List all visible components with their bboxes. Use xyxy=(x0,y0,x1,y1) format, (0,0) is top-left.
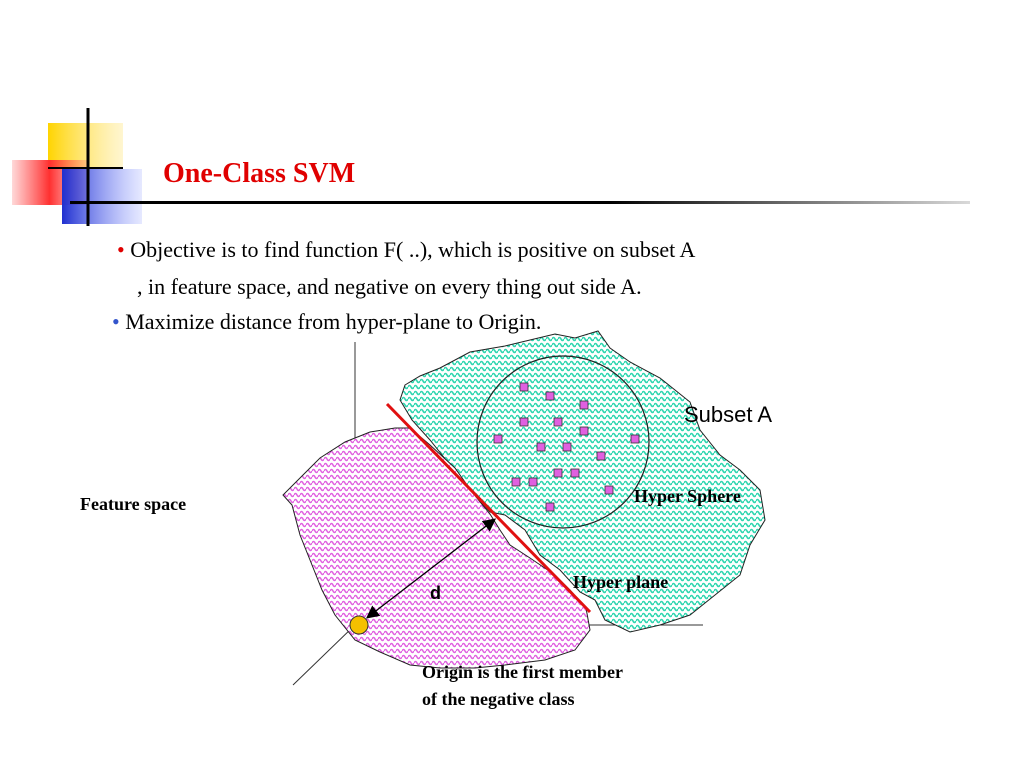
z-axis xyxy=(292,624,356,686)
data-point xyxy=(536,442,546,452)
subset-a-label: Subset A xyxy=(684,402,773,427)
data-point xyxy=(493,434,503,444)
data-point xyxy=(604,485,614,495)
data-point xyxy=(545,391,555,401)
data-point xyxy=(528,477,538,487)
origin-point xyxy=(349,615,369,635)
data-point xyxy=(553,468,563,478)
origin-caption-line-2: of the negative class xyxy=(422,689,575,709)
title-underline xyxy=(70,201,970,204)
bullet-1-marker: • xyxy=(117,237,125,262)
hyper-plane-label: Hyper plane xyxy=(573,572,669,592)
hyper-sphere-label: Hyper Sphere xyxy=(634,486,741,506)
origin-caption-line-1: Origin is the first member xyxy=(422,662,623,682)
feature-space-label: Feature space xyxy=(80,494,187,514)
data-point xyxy=(511,477,521,487)
bullet-1-continuation: , in feature space, and negative on ever… xyxy=(137,274,642,299)
data-point xyxy=(579,426,589,436)
data-point xyxy=(596,451,606,461)
origin-caption: Origin is the first member of the negati… xyxy=(422,659,722,713)
slide-title: One-Class SVM xyxy=(163,158,356,189)
hyper-sphere xyxy=(476,355,650,529)
data-point xyxy=(545,502,555,512)
bullet-2-marker: • xyxy=(112,309,120,334)
positive-points xyxy=(493,382,640,512)
data-point xyxy=(579,400,589,410)
data-point xyxy=(519,382,529,392)
deco-blue-square xyxy=(62,169,142,224)
data-point xyxy=(562,442,572,452)
distance-arrow xyxy=(365,518,497,619)
data-point xyxy=(553,417,563,427)
data-point xyxy=(570,468,580,478)
bullet-2: • Maximize distance from hyper-plane to … xyxy=(112,309,541,335)
distance-label: d xyxy=(430,583,441,603)
data-point xyxy=(630,434,640,444)
bullet-1-text: Objective is to find function F( ..), wh… xyxy=(130,237,696,262)
hyper-plane-line xyxy=(385,402,592,614)
bullet-2-text: Maximize distance from hyper-plane to Or… xyxy=(125,309,542,334)
data-point xyxy=(519,417,529,427)
bullet-1: • Objective is to find function F( ..), … xyxy=(117,237,695,263)
